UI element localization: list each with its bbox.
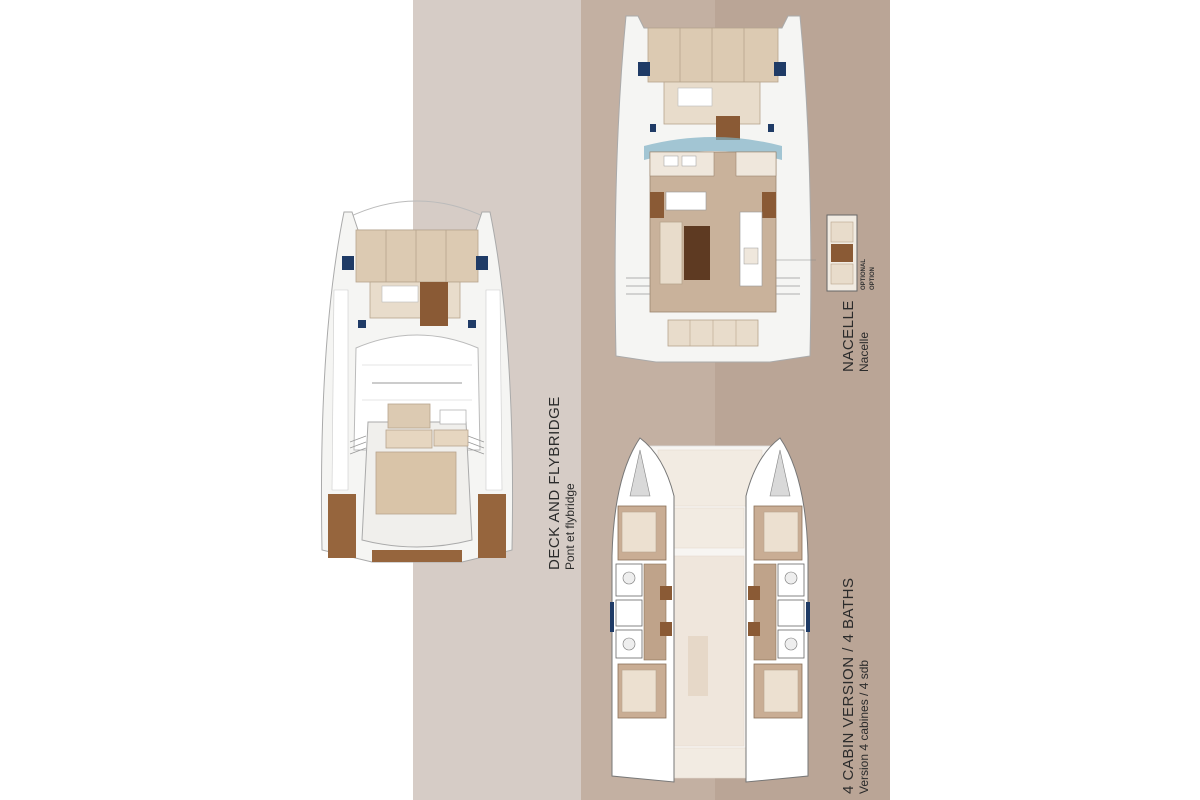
nacelle-subtitle: Nacelle	[857, 331, 871, 372]
deck-flybridge-label: DECK AND FLYBRIDGE Pont et flybridge	[546, 396, 577, 570]
nacelle-label: NACELLE Nacelle	[840, 300, 871, 372]
deck-flybridge-title: DECK AND FLYBRIDGE	[546, 396, 563, 570]
four-cabin-plan	[610, 437, 810, 783]
deck-flybridge-plan	[320, 200, 514, 563]
nacelle-optional-en: OPTIONAL	[861, 259, 867, 290]
saloon-cockpit-plan	[614, 15, 816, 363]
four-cabin-subtitle: Version 4 cabines / 4 sdb	[857, 659, 871, 794]
four-cabin-label: 4 CABIN VERSION / 4 BATHS Version 4 cabi…	[840, 578, 871, 794]
deck-flybridge-subtitle: Pont et flybridge	[563, 483, 577, 570]
nacelle-title: NACELLE	[840, 300, 857, 372]
nacelle-optional-fr: OPTION	[870, 266, 876, 290]
nacelle-option-plan	[826, 214, 858, 292]
four-cabin-title: 4 CABIN VERSION / 4 BATHS	[840, 577, 857, 794]
